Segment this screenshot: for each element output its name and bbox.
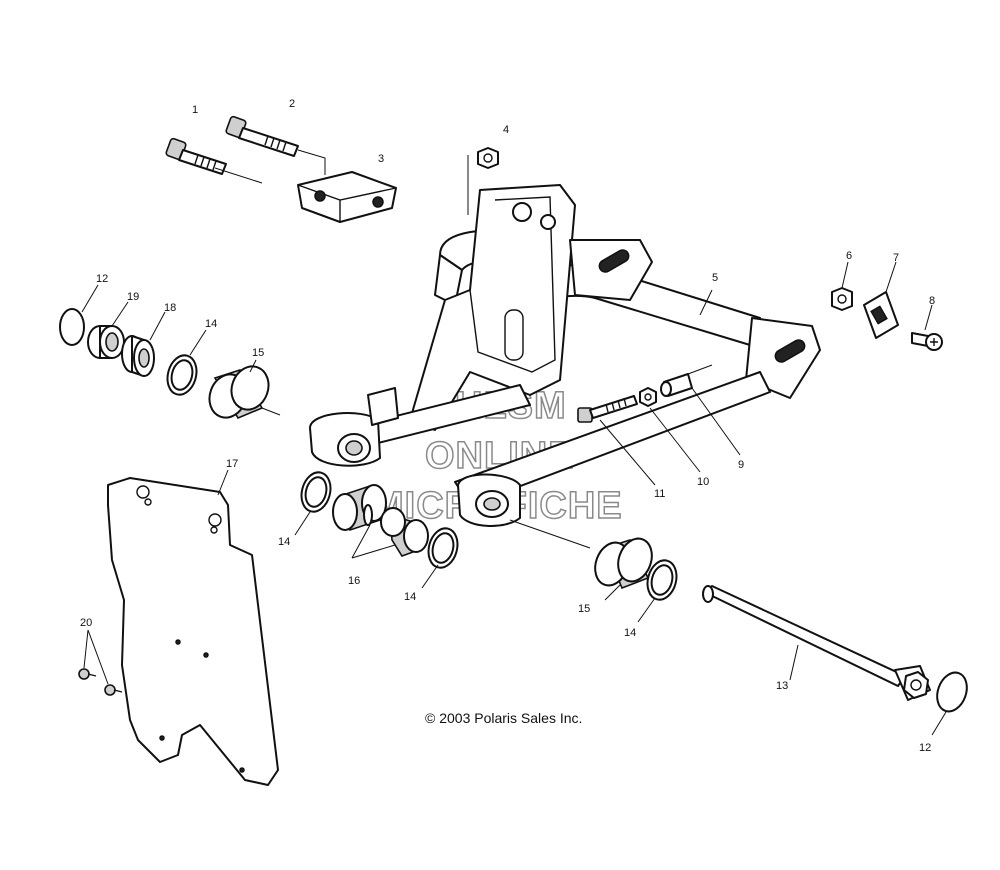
callout-11: 11 bbox=[654, 488, 665, 500]
part-5-swing-arm bbox=[309, 184, 821, 527]
callout-13: 13 bbox=[776, 680, 788, 692]
callout-12-left: 12 bbox=[96, 273, 108, 285]
part-3-clamp-block bbox=[214, 167, 397, 223]
callout-17: 17 bbox=[226, 458, 238, 470]
callout-6: 6 bbox=[846, 250, 852, 262]
part-15-bushing-b bbox=[509, 519, 653, 601]
callout-5: 5 bbox=[712, 272, 718, 284]
callout-14-d: 14 bbox=[624, 627, 636, 639]
part-8-screw bbox=[911, 304, 943, 351]
part-10-nut bbox=[639, 387, 701, 473]
callout-15-a: 15 bbox=[252, 347, 264, 359]
callout-1: 1 bbox=[192, 104, 198, 116]
part-17-plate bbox=[107, 469, 279, 786]
callout-7: 7 bbox=[893, 252, 899, 264]
part-14-ring-c bbox=[421, 527, 459, 589]
part-19-nut bbox=[87, 301, 129, 359]
callout-9: 9 bbox=[738, 459, 744, 471]
part-12-cap-left bbox=[59, 284, 99, 346]
part-7-clip bbox=[863, 261, 899, 339]
callouts: 1 2 3 4 5 6 7 8 9 10 11 12 12 13 14 14 1… bbox=[80, 98, 935, 754]
callout-8: 8 bbox=[929, 295, 935, 307]
part-18-washer bbox=[121, 311, 166, 377]
callout-2: 2 bbox=[289, 98, 295, 110]
part-14-ring-b bbox=[294, 471, 332, 536]
part-15-bushing-a bbox=[208, 359, 281, 420]
callout-19: 19 bbox=[127, 291, 139, 303]
callout-4: 4 bbox=[503, 124, 509, 136]
part-14-ring-a bbox=[166, 329, 207, 396]
part-6-nut bbox=[831, 261, 853, 311]
callout-14-b: 14 bbox=[278, 536, 290, 548]
part-11-bolt bbox=[577, 395, 656, 486]
copyright-text: © 2003 Polaris Sales Inc. bbox=[425, 710, 582, 726]
callout-14-a: 14 bbox=[205, 318, 217, 330]
part-20-screws bbox=[78, 629, 123, 696]
callout-12-right: 12 bbox=[919, 742, 931, 754]
part-9-spacer bbox=[660, 364, 741, 456]
callout-20: 20 bbox=[80, 617, 92, 629]
part-16-bushings bbox=[332, 484, 429, 559]
part-13-shaft bbox=[702, 585, 931, 701]
part-12-cap-right bbox=[931, 671, 968, 736]
part-14-ring-d bbox=[637, 559, 678, 623]
callout-18: 18 bbox=[164, 302, 176, 314]
callout-15-b: 15 bbox=[578, 603, 590, 615]
callout-16: 16 bbox=[348, 575, 360, 587]
callout-10: 10 bbox=[697, 476, 709, 488]
part-2-bolt bbox=[225, 115, 326, 175]
callout-14-c: 14 bbox=[404, 591, 416, 603]
part-4-nut bbox=[467, 147, 499, 215]
part-1-bolt bbox=[165, 137, 227, 175]
callout-3: 3 bbox=[378, 153, 384, 165]
